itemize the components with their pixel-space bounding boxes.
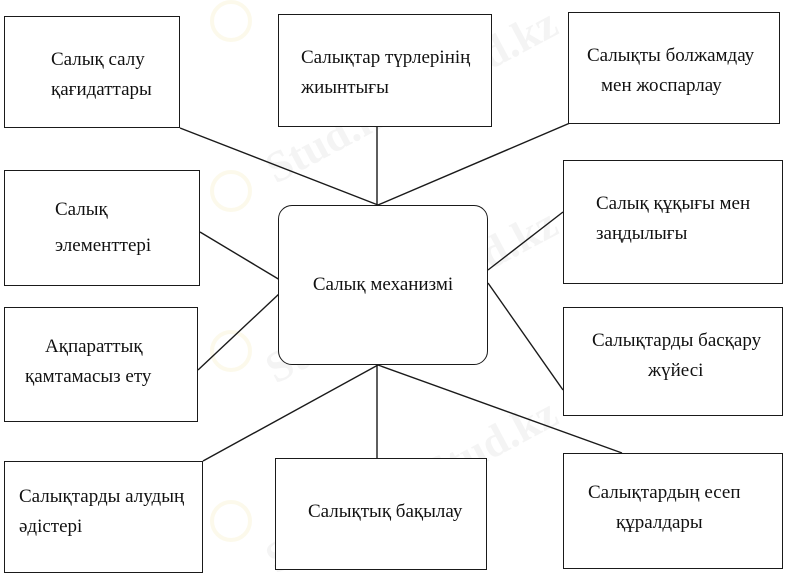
box-tax-management: Салықтарды басқару жүйесі xyxy=(563,307,783,416)
box-text-line: Салықтардың есеп xyxy=(588,482,741,503)
box-tax-control: Салықтық бақылау xyxy=(275,458,487,570)
connector-line xyxy=(377,364,623,454)
box-forecasting: Салықты болжамдау мен жоспарлау xyxy=(568,12,780,124)
box-accounting-tools: Салықтардың есеп құралдары xyxy=(563,453,783,569)
box-tax-principles: Салық салу қағидаттары xyxy=(4,16,180,128)
connector-line xyxy=(377,122,571,206)
box-text-line: Салық xyxy=(55,199,108,220)
connector-line xyxy=(487,282,564,391)
watermark-logo-icon xyxy=(210,500,252,542)
box-text-line: Салықтар түрлерінің xyxy=(301,47,471,68)
box-text-line: жиынтығы xyxy=(301,77,389,98)
box-text-line: қағидаттары xyxy=(51,79,152,100)
connector-line xyxy=(197,292,281,371)
connector-line xyxy=(487,211,564,271)
center-box-tax-mechanism: Салық механизмі xyxy=(278,205,488,365)
watermark-logo-icon xyxy=(210,0,252,42)
box-text-line: Салықтарды басқару xyxy=(592,330,762,351)
box-tax-types: Салықтар түрлерінің жиынтығы xyxy=(278,14,492,127)
box-information-support: Ақпараттық қамтамасыз ету xyxy=(4,307,198,422)
box-text-line: мен жоспарлау xyxy=(601,75,722,96)
box-text-line: қамтамасыз ету xyxy=(25,366,152,387)
box-tax-law: Салық құқығы мен заңдылығы xyxy=(563,160,783,284)
box-text-line: жүйесі xyxy=(648,360,704,381)
connector-line xyxy=(202,364,379,462)
box-text-line: Салықты болжамдау xyxy=(587,45,755,66)
connector-line xyxy=(199,231,281,281)
watermark-logo-icon xyxy=(210,170,252,212)
box-text-line: заңдылығы xyxy=(596,223,688,244)
center-label: Салық механизмі xyxy=(312,274,454,295)
box-text-line: Салық салу xyxy=(51,49,145,70)
box-text-line: Ақпараттық xyxy=(45,336,143,357)
box-collection-methods: Салықтарды алудың әдістері xyxy=(4,461,203,573)
box-text-line: элементтері xyxy=(55,235,152,256)
box-text-line: Салықтарды алудың xyxy=(19,486,185,507)
watermark-logo-icon xyxy=(210,330,252,372)
box-text-line: құралдары xyxy=(616,512,703,533)
connector-line xyxy=(179,127,379,206)
box-text-line: Салықтық бақылау xyxy=(308,501,463,522)
box-text-line: әдістері xyxy=(19,516,83,537)
box-tax-elements: Салық элементтері xyxy=(4,170,200,286)
box-text-line: Салық құқығы мен xyxy=(596,193,751,214)
